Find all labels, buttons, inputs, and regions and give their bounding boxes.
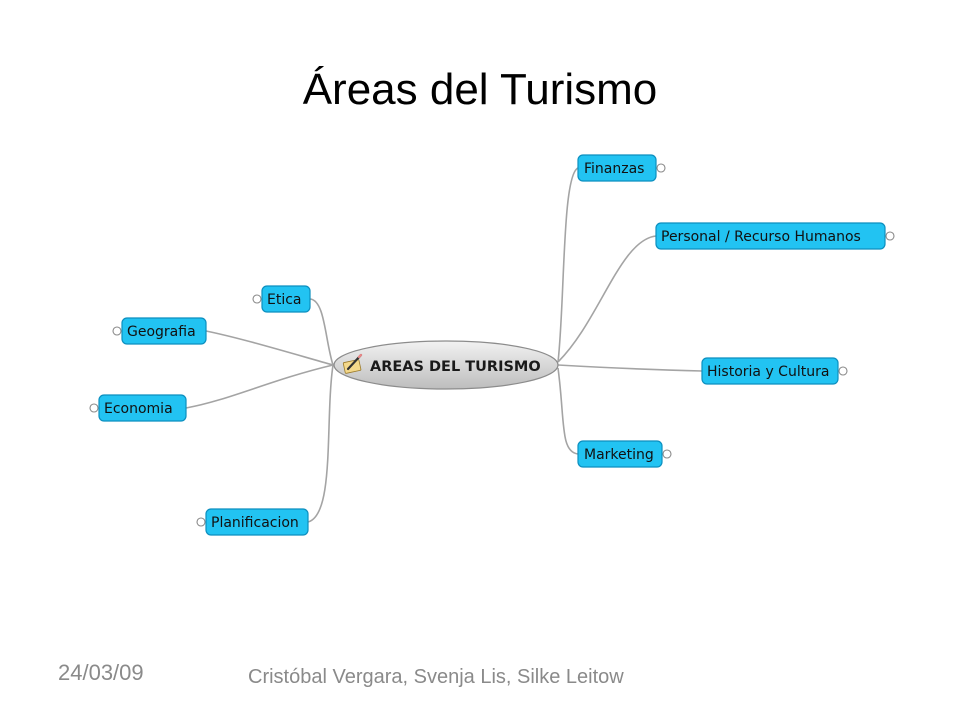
node-etica[interactable]: Etica [252, 285, 311, 313]
pencil-note-icon [342, 353, 363, 374]
connector-marketing [557, 367, 579, 455]
node-label-etica: Etica [267, 292, 302, 308]
connector-etica [309, 298, 334, 366]
node-label-finanzas: Finanzas [584, 161, 644, 177]
connector-planificacion [307, 364, 334, 523]
slide-title: Áreas del Turismo [302, 65, 658, 114]
node-planificacion[interactable]: Planificacion [196, 508, 309, 536]
node-label-historia: Historia y Cultura [707, 364, 829, 380]
expand-knob-etica[interactable] [252, 294, 262, 304]
connector-personal [557, 235, 657, 363]
footer-authors: Cristóbal Vergara, Svenja Lis, Silke Lei… [248, 666, 624, 688]
connector-geografia [205, 330, 334, 366]
node-label-economia: Economia [104, 401, 173, 417]
node-label-planificacion: Planificacion [211, 515, 299, 531]
connector-economia [185, 364, 334, 409]
expand-knob-planificacion[interactable] [196, 517, 206, 527]
node-geografia[interactable]: Geografia [112, 317, 207, 345]
expand-knob-finanzas[interactable] [656, 163, 666, 173]
node-label-marketing: Marketing [584, 447, 654, 463]
expand-knob-marketing[interactable] [662, 449, 672, 459]
expand-knob-geografia[interactable] [112, 326, 122, 336]
connector-historia [557, 364, 703, 372]
connectors [185, 167, 703, 523]
center-label: AREAS DEL TURISMO [370, 359, 541, 375]
connector-finanzas [557, 167, 579, 363]
expand-knob-economia[interactable] [89, 403, 99, 413]
node-personal[interactable]: Personal / Recurso Humanos [655, 222, 895, 250]
node-economia[interactable]: Economia [89, 394, 187, 422]
center-node[interactable]: AREAS DEL TURISMO [333, 340, 559, 390]
node-marketing[interactable]: Marketing [577, 440, 672, 468]
footer-date: 24/03/09 [58, 660, 144, 685]
expand-knob-personal[interactable] [885, 231, 895, 241]
node-historia[interactable]: Historia y Cultura [701, 357, 848, 385]
node-finanzas[interactable]: Finanzas [577, 154, 666, 182]
expand-knob-historia[interactable] [838, 366, 848, 376]
node-label-geografia: Geografia [127, 324, 196, 340]
node-label-personal: Personal / Recurso Humanos [661, 229, 861, 245]
